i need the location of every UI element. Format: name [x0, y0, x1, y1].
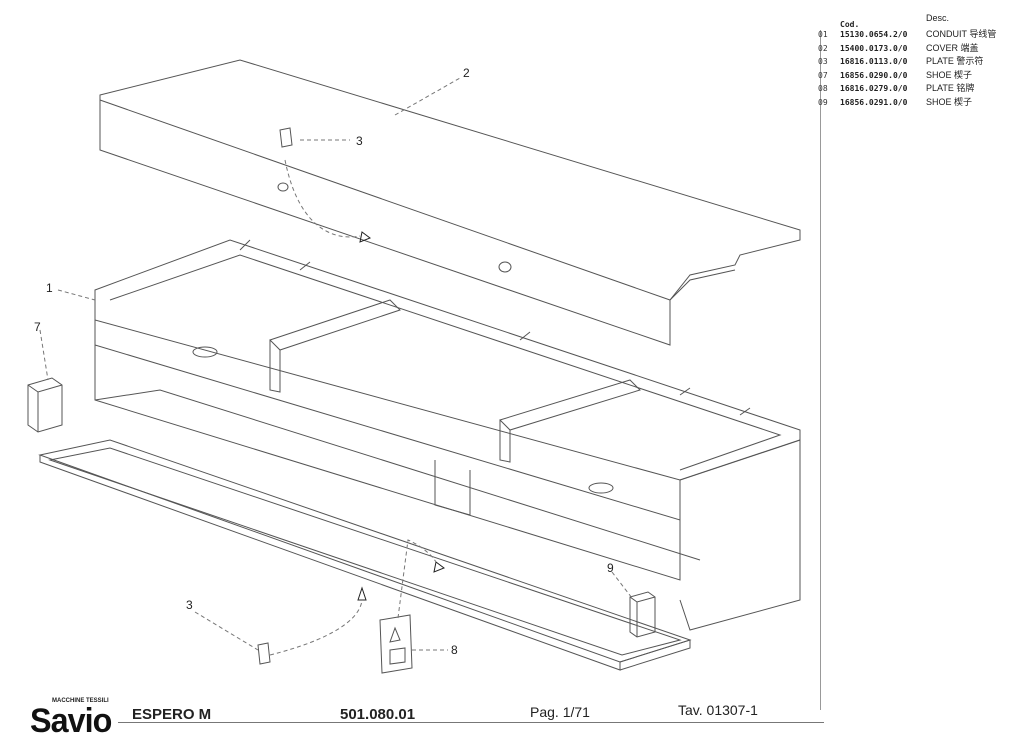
row-code: 16856.0291.0/0	[840, 97, 908, 107]
row-pos: 02	[818, 43, 828, 53]
callout-3: 3	[186, 598, 193, 612]
row-code: 15400.0173.0/0	[840, 43, 908, 53]
table-row: 08 16816.0279.0/0 PLATE 铭牌	[818, 82, 1018, 96]
row-pos: 01	[818, 30, 828, 39]
parts-table-header: Cod. Desc.	[818, 13, 1018, 29]
conduit-tray-part	[94, 239, 801, 631]
row-pos: 09	[818, 97, 828, 107]
page-number: Pag. 1/71	[530, 704, 590, 720]
footer-rule	[118, 722, 824, 723]
callout-3: 3	[356, 134, 363, 148]
row-desc: SHOE 楔子	[926, 69, 973, 80]
header-desc: Desc.	[926, 13, 950, 23]
table-number: Tav. 01307-1	[678, 702, 758, 718]
footer: MACCHINE TESSILI Savio ESPERO M 501.080.…	[0, 676, 1024, 740]
row-desc: PLATE 警示符	[926, 56, 984, 66]
callout-8: 8	[451, 643, 458, 657]
row-pos: 07	[818, 70, 828, 80]
row-pos: 08	[818, 84, 828, 93]
cover-part	[99, 59, 801, 346]
nameplate-part-8	[379, 614, 413, 674]
row-code: 16856.0290.0/0	[840, 70, 908, 80]
table-row: 02 15400.0173.0/0 COVER 端盖	[818, 42, 1018, 56]
row-desc: SHOE 楔子	[926, 96, 973, 107]
callout-9: 9	[607, 561, 614, 575]
callout-1: 1	[46, 281, 53, 295]
callout-2: 2	[463, 66, 470, 80]
table-row: 07 16856.0290.0/0 SHOE 楔子	[818, 69, 1018, 83]
row-desc: CONDUIT 导线管	[926, 29, 997, 39]
shoe-part-7	[27, 377, 63, 433]
row-desc: COVER 端盖	[926, 42, 979, 53]
header-code: Cod.	[840, 20, 860, 29]
table-row: 01 15130.0654.2/0 CONDUIT 导线管	[818, 28, 1018, 42]
leader-lines	[39, 77, 633, 656]
brand-name: Savio	[30, 702, 112, 740]
base-frame-part	[38, 439, 692, 671]
shoe-part-9	[629, 591, 656, 638]
warning-plate-part	[257, 127, 446, 665]
table-divider	[820, 30, 821, 710]
row-code: 16816.0113.0/0	[840, 57, 908, 66]
row-code: 16816.0279.0/0	[840, 84, 908, 93]
machine-model: ESPERO M	[132, 706, 212, 723]
parts-table: Cod. Desc. 01 15130.0654.2/0 CONDUIT 导线管…	[818, 13, 1018, 110]
row-desc: PLATE 铭牌	[926, 83, 975, 93]
drawing-code: 501.080.01	[340, 706, 416, 723]
table-row: 03 16816.0113.0/0 PLATE 警示符	[818, 55, 1018, 69]
brand-tag: MACCHINE TESSILI	[52, 698, 109, 704]
row-code: 15130.0654.2/0	[840, 30, 908, 39]
row-pos: 03	[818, 57, 828, 66]
callout-7: 7	[34, 320, 41, 334]
table-row: 09 16856.0291.0/0 SHOE 楔子	[818, 96, 1018, 110]
